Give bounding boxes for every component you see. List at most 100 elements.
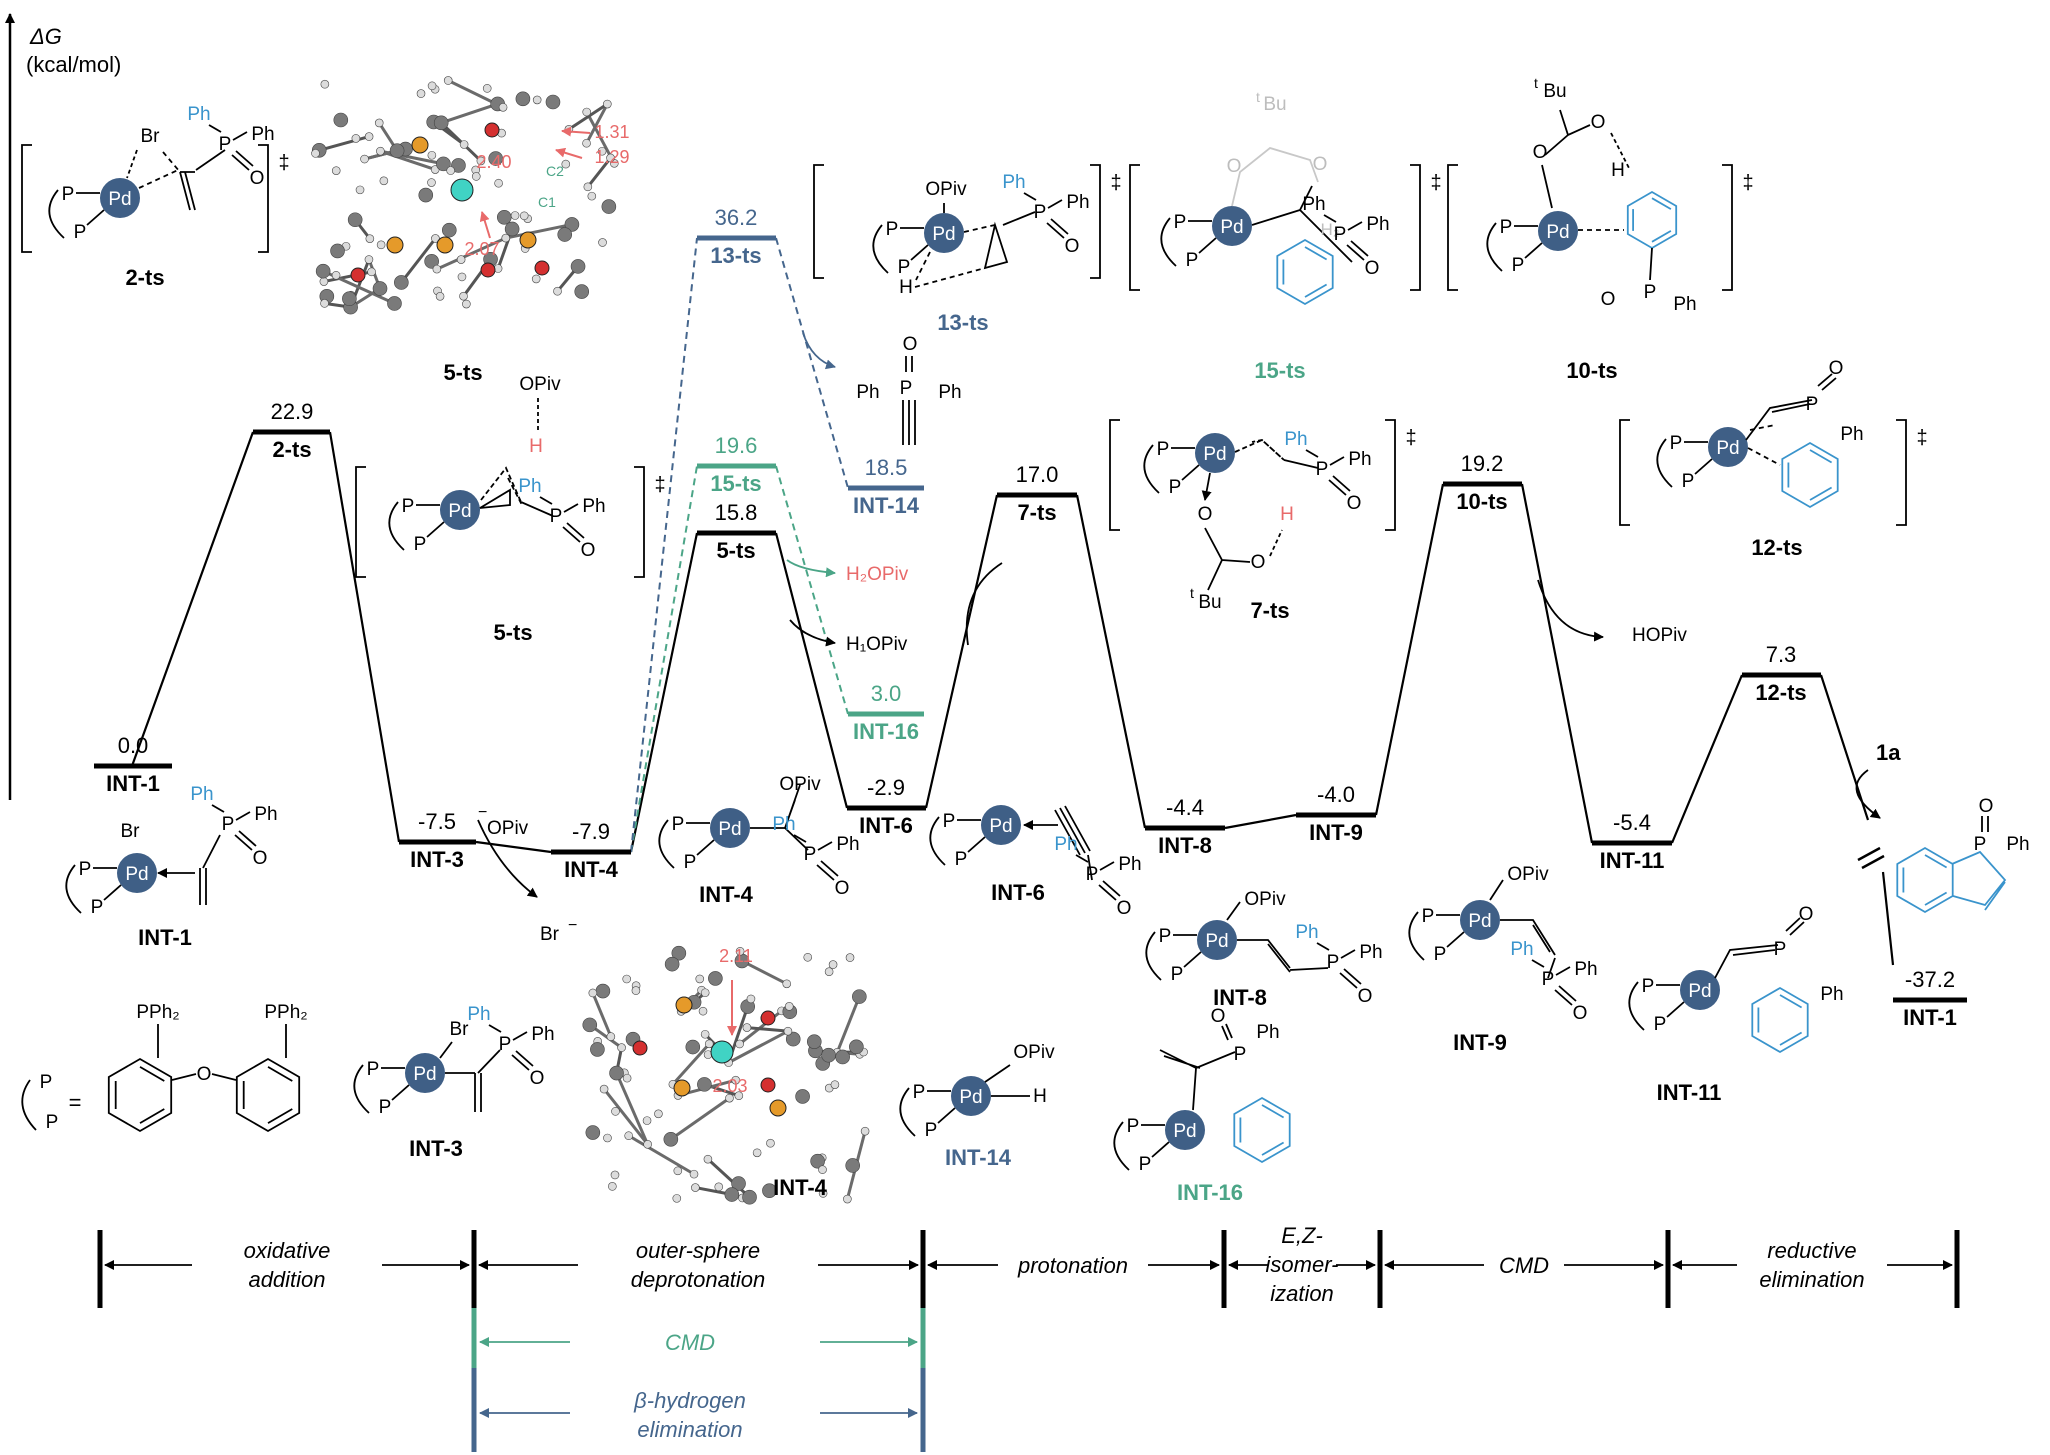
model-atom [611, 1107, 620, 1116]
bond [1666, 1001, 1685, 1018]
pd-label: Pd [1546, 222, 1569, 243]
atom-label: P [1542, 969, 1555, 990]
model-atom [664, 956, 680, 972]
model-atom [331, 270, 341, 280]
bond [905, 356, 913, 372]
pd-atom: Pd [405, 1053, 445, 1093]
atom-label: P [1434, 944, 1447, 965]
stage-label: elimination [1759, 1267, 1864, 1292]
bond [1500, 919, 1556, 956]
atom-label: t [1190, 585, 1194, 601]
model-atom [494, 178, 503, 188]
atom-label: Ph [1673, 294, 1696, 315]
pd-atom: Pd [1195, 433, 1235, 473]
level-label-int-9: INT-9 [1309, 820, 1363, 845]
atom-label: 1.31 [594, 122, 629, 142]
bond [138, 169, 179, 189]
benzene-ring [1781, 441, 1839, 509]
atom-label: 2.03 [712, 1076, 747, 1096]
bond [1329, 456, 1345, 466]
model-atom [459, 291, 468, 301]
atom-label: P [1186, 250, 1199, 271]
bond [1745, 399, 1813, 441]
bracket-left [1447, 164, 1458, 291]
model-p [519, 231, 537, 249]
pd-circle [924, 213, 964, 253]
bond [1951, 850, 2007, 911]
atom-label: Ph [2006, 834, 2029, 855]
bond [562, 522, 585, 543]
bond [1339, 968, 1362, 989]
bond [1269, 529, 1283, 557]
pd-atom: Pd [1460, 900, 1500, 940]
level-labels: INT-1 2-ts INT-3 INT-4 5-ts INT-6 7-ts I… [106, 243, 1957, 1030]
atom-label: O [1591, 112, 1606, 133]
atom-label: P [925, 1120, 938, 1141]
pd-circle [1680, 970, 1720, 1010]
atom-label: P [499, 1034, 512, 1055]
bond [231, 150, 254, 171]
bond [1151, 1141, 1170, 1158]
atom-label: H₂ [1321, 220, 1340, 239]
pd-circle [1165, 1110, 1205, 1150]
model-atom [746, 994, 756, 1004]
pd-label: Pd [989, 816, 1012, 837]
model-atom [457, 272, 467, 282]
pd-circle [710, 808, 750, 848]
bond [1204, 527, 1251, 591]
model-atom [714, 1182, 724, 1192]
distance-arrow [555, 147, 583, 159]
bond [817, 841, 833, 851]
bond [910, 244, 929, 261]
model-atom [766, 1138, 775, 1148]
atom-label: P [672, 814, 685, 835]
atom-label: Ph [1366, 214, 1389, 235]
atom-label: Ph [856, 382, 879, 403]
model-atom [828, 960, 838, 969]
bond [750, 784, 801, 829]
model-atom [704, 1039, 714, 1049]
atom-label: Ph [1284, 429, 1307, 450]
bond [696, 839, 715, 856]
byproducts: OPiv − Br − H₂OPiv H₁OPiv HOPiv 1a [478, 564, 1901, 945]
model-atom [557, 227, 573, 242]
atom-label: H [1280, 504, 1294, 525]
model-atom [471, 172, 481, 181]
model-atom [553, 286, 562, 296]
bond [1221, 1023, 1233, 1041]
model-atom [427, 150, 437, 160]
model-atom [364, 255, 374, 264]
model-atom [532, 95, 542, 105]
atom-label: P [1644, 282, 1657, 303]
bond [426, 521, 445, 538]
atom-label: H [899, 277, 913, 298]
label-int-14-structure: INT-14 [945, 1145, 1012, 1170]
pd-circle [440, 490, 480, 530]
bond [1347, 221, 1363, 231]
atom-label: O [1065, 236, 1080, 257]
bond [1489, 879, 1504, 901]
model-atom [818, 1165, 827, 1174]
pd-atom: Pd [117, 853, 157, 893]
model-atom [311, 149, 320, 158]
atom-label: P [1654, 1014, 1667, 1035]
atom-label: Br [121, 821, 141, 842]
bond [199, 834, 221, 905]
level-label-int-1-final: INT-1 [1903, 1005, 1957, 1030]
ts-dagger: ‡ [1110, 172, 1121, 194]
model-atom [488, 151, 503, 166]
energy-int-1-final: -37.2 [1905, 967, 1955, 992]
energy-int-6: -2.9 [867, 775, 905, 800]
model-atom [588, 988, 598, 998]
bond [1181, 464, 1200, 481]
label-int-9-structure: INT-9 [1453, 1030, 1507, 1055]
atom-label: P [1086, 864, 1099, 885]
atom-label: OPiv [519, 374, 561, 395]
atom-label: Ph [1118, 854, 1141, 875]
atom-label: C2 [546, 163, 564, 179]
byproduct-arrows [477, 332, 1881, 898]
